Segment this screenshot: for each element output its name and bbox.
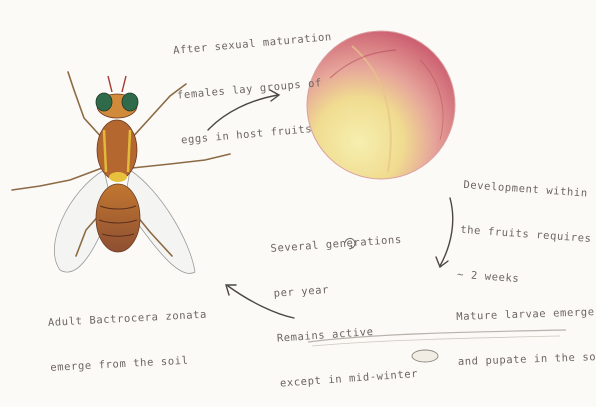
- generations-line-3: Remains active: [276, 322, 415, 347]
- egg-laying-line-3: eggs in host fruits: [180, 120, 340, 149]
- generations-note: Several generations per year Remains act…: [268, 202, 420, 406]
- adult-emergence-note: Adult Bactrocera zonata emerge from the …: [46, 278, 210, 391]
- adult-line-2: emerge from the soil: [50, 353, 210, 376]
- larvae-note: Mature larvae emerge and pupate in the s…: [455, 275, 596, 385]
- generations-line-4: except in mid-winter: [280, 367, 419, 392]
- egg-laying-line-1: After sexual maturation: [173, 30, 333, 59]
- arrow-to-soil: [436, 198, 453, 267]
- larvae-line-1: Mature larvae emerge: [456, 305, 596, 325]
- generations-line-1: Several generations: [270, 232, 409, 257]
- generations-line-2: per year: [273, 277, 412, 302]
- adult-line-1: Adult Bactrocera zonata: [48, 308, 208, 331]
- development-line-2: the fruits requires: [460, 223, 592, 247]
- larvae-line-2: and pupate in the soil: [458, 350, 596, 370]
- egg-laying-line-2: females lay groups of: [177, 75, 337, 104]
- egg-laying-note: After sexual maturation females lay grou…: [170, 0, 342, 163]
- development-line-1: Development within: [463, 178, 595, 202]
